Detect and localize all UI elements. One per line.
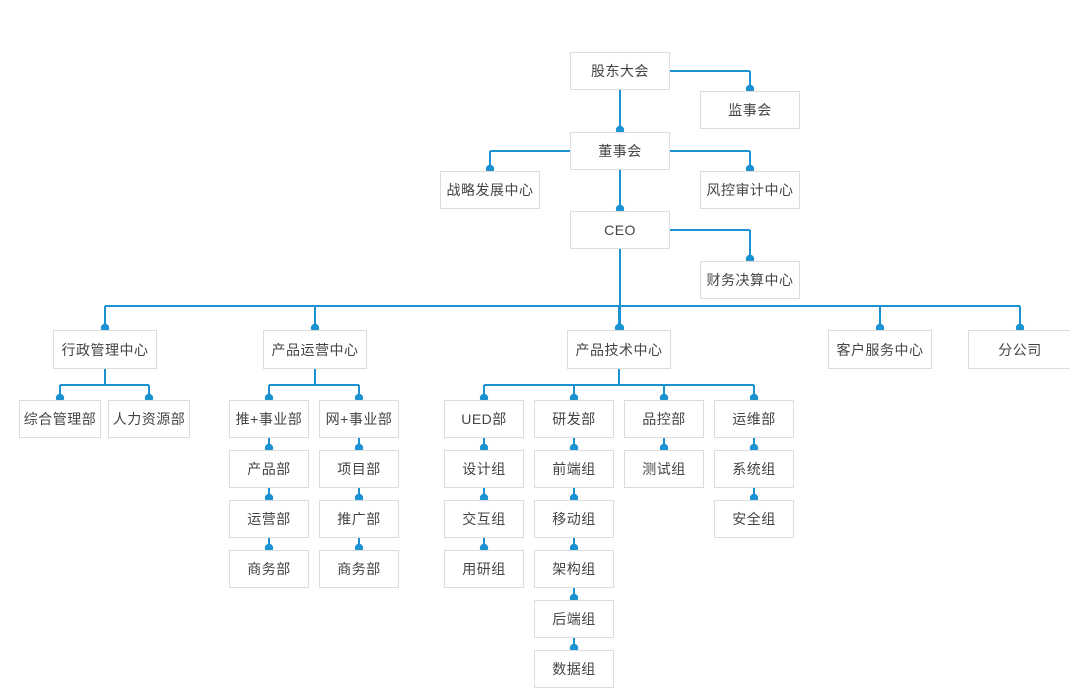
org-node-shareholders[interactable]: 股东大会 — [570, 52, 670, 90]
org-node-ceo[interactable]: CEO — [570, 211, 670, 249]
org-node-label: 董事会 — [598, 143, 642, 159]
org-node-strategy[interactable]: 战略发展中心 — [440, 171, 540, 209]
org-node-label: CEO — [604, 222, 636, 238]
org-node-interaction_group[interactable]: 交互组 — [444, 500, 524, 538]
org-node-label: 系统组 — [732, 461, 776, 477]
org-node-label: 项目部 — [337, 461, 381, 477]
org-node-supervisory[interactable]: 监事会 — [700, 91, 800, 129]
org-node-label: 安全组 — [732, 511, 776, 527]
org-node-label: 测试组 — [642, 461, 686, 477]
org-node-label: 监事会 — [728, 102, 772, 118]
org-node-research_group[interactable]: 用研组 — [444, 550, 524, 588]
org-node-board[interactable]: 董事会 — [570, 132, 670, 170]
org-node-label: 数据组 — [552, 661, 596, 677]
org-node-label: 运维部 — [732, 411, 776, 427]
org-node-label: 网+事业部 — [325, 411, 393, 427]
org-node-label: 产品部 — [247, 461, 291, 477]
org-node-label: 架构组 — [552, 561, 596, 577]
org-node-label: 运营部 — [247, 511, 291, 527]
org-node-biz_dept_1[interactable]: 商务部 — [229, 550, 309, 588]
org-node-ued[interactable]: UED部 — [444, 400, 524, 438]
org-node-product_dept[interactable]: 产品部 — [229, 450, 309, 488]
org-node-backend_group[interactable]: 后端组 — [534, 600, 614, 638]
org-node-label: 交互组 — [462, 511, 506, 527]
org-node-qa[interactable]: 品控部 — [624, 400, 704, 438]
org-node-label: 商务部 — [247, 561, 291, 577]
org-node-rd[interactable]: 研发部 — [534, 400, 614, 438]
org-node-arch_group[interactable]: 架构组 — [534, 550, 614, 588]
org-node-wang_bu[interactable]: 网+事业部 — [319, 400, 399, 438]
org-node-label: 推+事业部 — [235, 411, 303, 427]
org-node-label: 分公司 — [998, 341, 1042, 358]
org-node-label: 战略发展中心 — [446, 182, 534, 198]
org-node-label: 产品运营中心 — [271, 341, 359, 358]
org-node-general_admin[interactable]: 综合管理部 — [19, 400, 101, 438]
org-node-label: 财务决算中心 — [706, 272, 794, 288]
org-node-customer_service_center[interactable]: 客户服务中心 — [828, 330, 932, 369]
org-node-label: 客户服务中心 — [836, 341, 924, 358]
org-node-project_dept[interactable]: 项目部 — [319, 450, 399, 488]
org-node-product_tech_center[interactable]: 产品技术中心 — [567, 330, 671, 369]
org-node-label: 产品技术中心 — [575, 341, 663, 358]
org-node-label: 品控部 — [642, 411, 686, 427]
org-node-frontend_group[interactable]: 前端组 — [534, 450, 614, 488]
org-node-hr[interactable]: 人力资源部 — [108, 400, 190, 438]
org-node-finance[interactable]: 财务决算中心 — [700, 261, 800, 299]
org-node-label: 移动组 — [552, 511, 596, 527]
org-node-system_group[interactable]: 系统组 — [714, 450, 794, 488]
org-node-riskaudit[interactable]: 风控审计中心 — [700, 171, 800, 209]
org-node-label: UED部 — [461, 411, 507, 427]
org-node-label: 综合管理部 — [23, 411, 97, 427]
org-node-design_group[interactable]: 设计组 — [444, 450, 524, 488]
org-node-label: 设计组 — [462, 461, 506, 477]
org-node-ops[interactable]: 运维部 — [714, 400, 794, 438]
org-node-label: 人力资源部 — [112, 411, 186, 427]
org-node-biz_dept_2[interactable]: 商务部 — [319, 550, 399, 588]
org-node-label: 前端组 — [552, 461, 596, 477]
org-node-label: 商务部 — [337, 561, 381, 577]
org-node-security_group[interactable]: 安全组 — [714, 500, 794, 538]
org-node-label: 用研组 — [462, 561, 506, 577]
org-node-admin_center[interactable]: 行政管理中心 — [53, 330, 157, 369]
org-node-promo_dept[interactable]: 推广部 — [319, 500, 399, 538]
org-node-label: 推广部 — [337, 511, 381, 527]
org-node-label: 行政管理中心 — [61, 341, 149, 358]
org-node-label: 研发部 — [552, 411, 596, 427]
org-node-label: 股东大会 — [591, 63, 649, 79]
org-node-label: 后端组 — [552, 611, 596, 627]
org-node-mobile_group[interactable]: 移动组 — [534, 500, 614, 538]
org-node-product_ops_center[interactable]: 产品运营中心 — [263, 330, 367, 369]
org-node-tui_bu[interactable]: 推+事业部 — [229, 400, 309, 438]
org-node-data_group[interactable]: 数据组 — [534, 650, 614, 688]
org-node-ops_dept[interactable]: 运营部 — [229, 500, 309, 538]
org-node-test_group[interactable]: 测试组 — [624, 450, 704, 488]
org-node-branch[interactable]: 分公司 — [968, 330, 1070, 369]
org-node-label: 风控审计中心 — [706, 182, 794, 198]
